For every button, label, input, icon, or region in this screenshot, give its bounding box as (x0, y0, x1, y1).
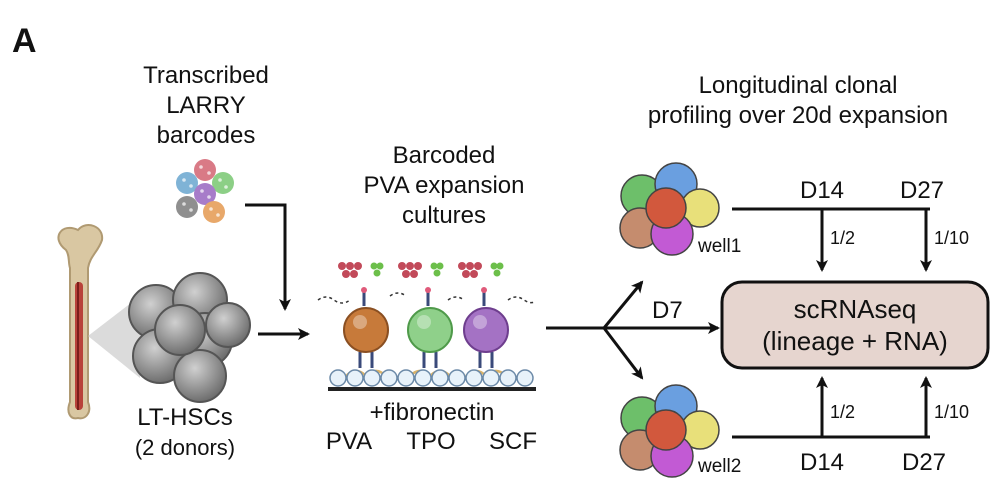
pva-strands (317, 292, 535, 304)
profiling-title-line: profiling over 20d expansion (648, 102, 948, 129)
reagent-labels: PVA TPO SCF (326, 428, 537, 455)
well2-label: well2 (697, 456, 741, 477)
scrnaseq-label: scRNAseq (794, 294, 917, 324)
well1-label: well1 (697, 236, 741, 257)
well2-timeline (732, 376, 932, 439)
expanding-cell-green (407, 307, 453, 353)
reagent-label: TPO (406, 428, 455, 455)
culture-title: Barcoded PVA expansion cultures (363, 142, 524, 229)
scrnaseq-sublabel: (lineage + RNA) (762, 326, 948, 356)
well1-fraction-label: 1/10 (934, 228, 969, 248)
expanding-cell-orange (343, 307, 389, 353)
profiling-title: Longitudinal clonal profiling over 20d e… (648, 72, 948, 129)
well2-day-label: D27 (902, 449, 946, 476)
barcodes-title: Transcribed LARRY barcodes (143, 62, 269, 149)
culture-title-line: cultures (402, 202, 486, 229)
cytokine-molecules-icon (338, 262, 504, 278)
well1-day-label: D27 (900, 177, 944, 204)
well2-fraction-label: 1/10 (934, 402, 969, 422)
panel-label: A (12, 22, 37, 60)
barcode-virus-cluster-icon (176, 159, 234, 223)
fibronectin-label: +fibronectin (370, 399, 495, 426)
femur-bone-icon (57, 224, 104, 420)
profiling-title-line: Longitudinal clonal (699, 72, 898, 99)
lt-hsc-sublabel: (2 donors) (135, 435, 235, 460)
well1-timeline (732, 207, 932, 272)
culture-title-line: Barcoded (393, 142, 496, 169)
well1-clone-cluster-icon (619, 162, 720, 256)
reagent-label: PVA (326, 428, 372, 455)
culture-title-line: PVA expansion (363, 172, 524, 199)
well2-fraction-label: 1/2 (830, 402, 855, 422)
barcode-transduction-arrow (245, 203, 291, 311)
substrate-beads (329, 369, 534, 387)
well2-day-label: D14 (800, 449, 844, 476)
barcodes-title-line: Transcribed (143, 62, 269, 89)
zoom-cone (88, 296, 140, 378)
culture-illustration (317, 262, 536, 391)
scrnaseq-readout-box (720, 280, 990, 370)
lt-hsc-cluster-icon (128, 272, 251, 403)
well2-clone-cluster-icon (619, 384, 720, 478)
lt-hsc-label: LT-HSCs (137, 404, 233, 431)
expanding-cell-purple (463, 307, 509, 353)
barcodes-title-line: barcodes (157, 122, 256, 149)
split-arrows (546, 280, 720, 380)
well1-day-label: D14 (800, 177, 844, 204)
split-day-label: D7 (652, 297, 683, 324)
well1-fraction-label: 1/2 (830, 228, 855, 248)
reagent-label: SCF (489, 428, 537, 455)
barcodes-title-line: LARRY (166, 92, 246, 119)
